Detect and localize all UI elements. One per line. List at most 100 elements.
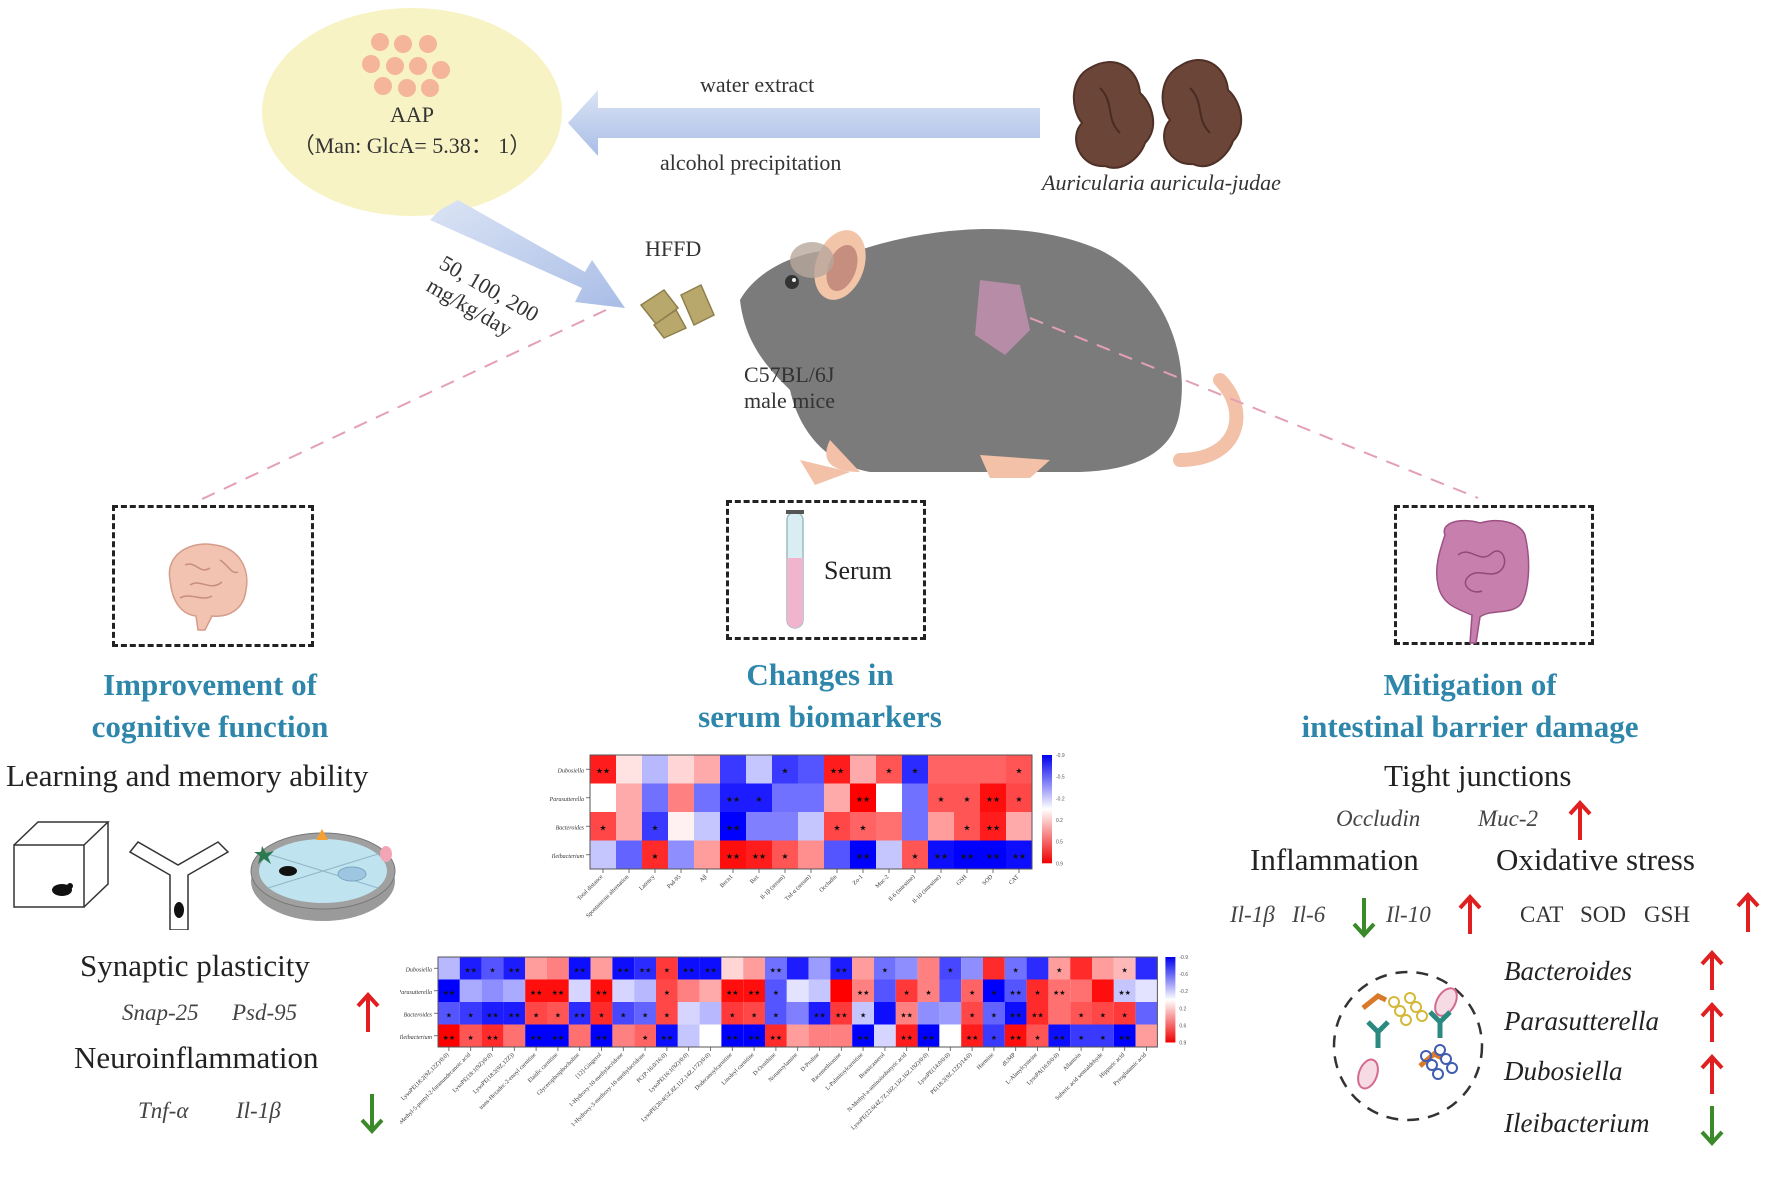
- heatmap-cell: [525, 979, 547, 1002]
- heatmap-column-label: LysoPE(18:2(9Z,12Z)): [472, 1051, 516, 1095]
- heatmap-column-label: Allantoin: [1062, 1052, 1082, 1072]
- heatmap-cell: [616, 812, 642, 841]
- heatmap-cell: [980, 755, 1006, 784]
- serum-title-line2: serum biomarkers: [698, 699, 942, 734]
- heatmap-cell: [850, 755, 876, 784]
- significance-mark: ★: [620, 1011, 626, 1019]
- source-species-label: Auricularia auricula-judae: [1042, 170, 1281, 195]
- heatmap-cell: [668, 840, 694, 869]
- heatmap-cell: [1070, 979, 1092, 1002]
- heatmap-cell: [568, 979, 591, 1002]
- significance-mark: ★: [911, 766, 918, 775]
- significance-mark: ★★: [986, 795, 1000, 804]
- significance-mark: ★★: [986, 852, 1000, 861]
- heatmap-cell: [852, 1024, 874, 1047]
- heatmap-cell: [642, 840, 668, 869]
- heatmap-cell: [721, 1024, 744, 1047]
- heatmap-cell: [642, 755, 668, 784]
- heatmap-cell: [808, 979, 831, 1002]
- significance-mark: ★★: [486, 1011, 499, 1019]
- heatmap-cell: [525, 957, 547, 980]
- heatmap-cell: [525, 1002, 547, 1025]
- significance-mark: ★: [446, 1011, 452, 1019]
- heatmap-cell: [983, 957, 1005, 980]
- heatmap-cell: [438, 1002, 460, 1025]
- heatmap-column-label: Zo-1: [852, 874, 864, 886]
- significance-mark: ★★: [857, 1034, 870, 1042]
- heatmap-cell: [808, 957, 831, 980]
- significance-mark: ★★: [726, 852, 740, 861]
- serum-title-line1: Changes in: [746, 657, 894, 692]
- heatmap-cell: [824, 812, 850, 841]
- serum-section-title: Changes in serum biomarkers: [620, 654, 1020, 738]
- heatmap-cell: [961, 979, 983, 1002]
- oxidative-marker-cat: CAT: [1520, 902, 1564, 927]
- heatmap-cell: [980, 840, 1006, 869]
- significance-mark: ★★: [726, 795, 740, 804]
- significance-mark: ★: [911, 852, 918, 861]
- heatmap-column-label: Muc-2: [875, 874, 891, 890]
- heatmap-cell: [850, 783, 876, 812]
- heatmap-row-label: Parasutterella: [400, 990, 432, 996]
- heatmap-cell: [1092, 957, 1114, 980]
- heatmap-cell: [798, 812, 824, 841]
- heatmap-row-label: Ileibacterium: [400, 1035, 433, 1041]
- inflam-gene-il6: Il-6: [1292, 902, 1326, 927]
- heatmap-cell: [874, 957, 896, 980]
- heatmap-cell: [902, 755, 928, 784]
- heatmap-cell: [1135, 957, 1158, 980]
- heatmap-cell: [720, 755, 746, 784]
- heatmap-row-label: Dubosiella: [557, 768, 584, 774]
- heatmap-cell: [1004, 1002, 1027, 1025]
- significance-mark: ★★: [900, 1034, 913, 1042]
- cognitive-title-line2: cognitive function: [91, 709, 329, 744]
- heatmap-cell: [721, 957, 744, 980]
- heatmap-row-label: Dubosiella: [405, 967, 432, 973]
- heatmap-cell: [503, 979, 526, 1002]
- heatmap-cell: [824, 783, 850, 812]
- heatmap-cell: [830, 1024, 853, 1047]
- heatmap-column-label: Il-1β (serum): [759, 873, 786, 900]
- heatmap-cell: [503, 1002, 526, 1025]
- heatmap-cell: [824, 755, 850, 784]
- heatmap-cell: [668, 812, 694, 841]
- heatmap-cell: [481, 957, 504, 980]
- heatmap-cell: [1092, 1024, 1114, 1047]
- heatmap-cell: [895, 979, 918, 1002]
- heatmap-cell: [634, 979, 656, 1002]
- heatmap-column-label: LysoPE(22:6(4Z,7Z,10Z,13Z,16Z,19Z)/0:0): [850, 1051, 930, 1131]
- heatmap-column-label: Psd-95: [666, 874, 682, 890]
- significance-mark: ★: [1100, 1034, 1106, 1042]
- heatmap-cell: [438, 979, 460, 1002]
- colorbar-tick-label: -0.5: [1056, 775, 1065, 781]
- heatmap-cell: [902, 783, 928, 812]
- mouse-illustration: [740, 229, 1244, 485]
- heatmap-cell: [694, 840, 720, 869]
- heatmap-cell: [765, 1024, 787, 1047]
- heatmap-cell: [1092, 979, 1114, 1002]
- heatmap-cell: [1048, 1024, 1071, 1047]
- significance-mark: ★: [904, 989, 910, 997]
- water-extract-label: water extract: [700, 72, 815, 97]
- significance-mark: ★★: [900, 1011, 913, 1019]
- significance-mark: ★: [468, 1011, 474, 1019]
- heatmap-column-label: Suberic acid semialdehyde: [1055, 1052, 1105, 1102]
- significance-mark: ★★: [704, 966, 717, 974]
- heatmap-column-label: Glycerophosphocholine: [536, 1052, 581, 1097]
- heatmap-cell: [895, 957, 918, 980]
- heatmap-cell: [765, 957, 787, 980]
- significance-mark: ★: [1015, 766, 1022, 775]
- inflam-gene-il1b: Il-1β: [1230, 902, 1275, 927]
- significance-mark: ★: [664, 1011, 670, 1019]
- tight-gene-muc2: Muc-2: [1478, 806, 1539, 831]
- heatmap-cell: [928, 812, 954, 841]
- heatmap-cell: [743, 979, 765, 1002]
- heatmap-cell: [765, 1002, 787, 1025]
- heatmap-cell: [438, 1024, 460, 1047]
- significance-mark: ★★: [922, 1034, 935, 1042]
- heatmap-cell: [459, 957, 482, 980]
- significance-mark: ★★: [595, 989, 608, 997]
- heatmap-cell: [874, 979, 896, 1002]
- significance-mark: ★★: [508, 966, 521, 974]
- heatmap-cell: [917, 979, 940, 1002]
